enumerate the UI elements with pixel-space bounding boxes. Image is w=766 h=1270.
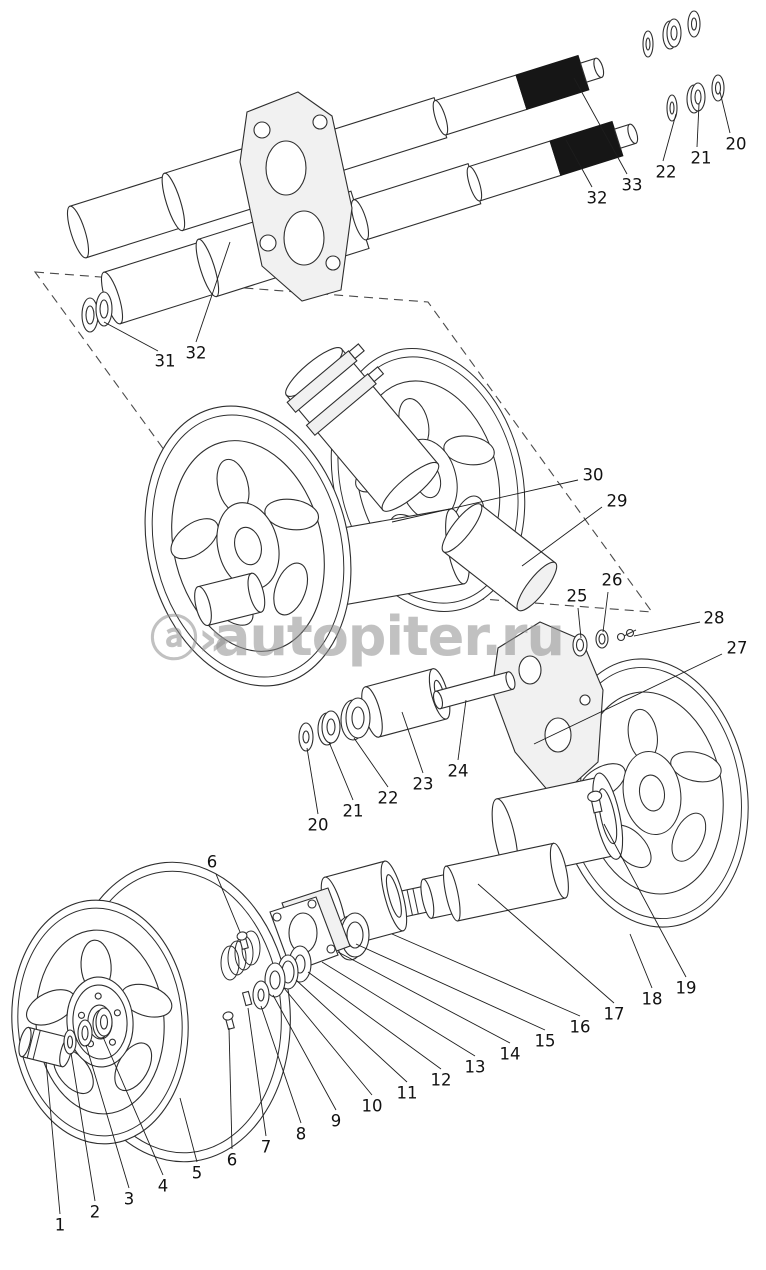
callout-20-13: 20	[308, 816, 329, 835]
leader-line-7-25	[247, 1007, 267, 1137]
leader-line-20-0	[719, 91, 731, 134]
leader-line-18-36	[629, 933, 653, 989]
leader-line-17-35	[477, 883, 615, 1004]
leader-line-19-37	[603, 823, 687, 978]
callout-4-22: 4	[158, 1177, 169, 1196]
callout-1-19: 1	[55, 1216, 66, 1235]
callout-6-18: 6	[207, 853, 218, 872]
leader-line-27-12	[533, 653, 723, 745]
leader-line-22-15	[353, 737, 389, 788]
leader-line-14-32	[337, 951, 511, 1044]
callout-6-24: 6	[227, 1151, 238, 1170]
stud-bolt-a	[236, 931, 249, 951]
callout-9-27: 9	[331, 1112, 342, 1131]
callout-24-17: 24	[448, 762, 469, 781]
hub-bolt-19	[587, 790, 603, 814]
callout-27-12: 27	[727, 639, 748, 658]
balance-arm	[491, 621, 604, 801]
callout-2-20: 2	[90, 1203, 101, 1222]
leader-line-22-2	[662, 113, 677, 162]
callout-28-11: 28	[704, 609, 725, 628]
damper-cylinder-29	[441, 503, 558, 612]
front-washers-2-3-4	[63, 1007, 113, 1055]
leader-line-13-31	[321, 961, 476, 1057]
wheel-hub-extension	[194, 572, 266, 627]
callout-11-29: 11	[397, 1084, 418, 1103]
callout-17-35: 17	[604, 1005, 625, 1024]
callout-32-4: 32	[587, 189, 608, 208]
callout-26-10: 26	[602, 571, 623, 590]
retainer-rings-31	[81, 291, 113, 333]
leader-line-26-10	[602, 591, 609, 633]
mounting-bracket	[239, 91, 353, 302]
leader-line-33-3	[573, 77, 628, 175]
bearing-stack-20-22	[298, 697, 371, 752]
callout-25-9: 25	[567, 587, 588, 606]
callout-20-0: 20	[726, 135, 747, 154]
leader-line-3-21	[85, 1044, 130, 1189]
leader-line-2-20	[70, 1052, 96, 1202]
washer-8	[252, 980, 270, 1010]
leader-line-6-24	[228, 1027, 233, 1150]
spacer-rings-25-26-28	[572, 628, 637, 657]
leader-line-24-17	[457, 699, 467, 761]
leader-line-10-28	[283, 987, 373, 1096]
leader-line-5-23	[179, 1097, 198, 1163]
callout-22-2: 22	[656, 163, 677, 182]
seal-rings-10-12	[264, 945, 312, 998]
upper-shaft-fasteners	[642, 10, 701, 58]
pin-7	[241, 990, 253, 1007]
callout-31-5: 31	[155, 352, 176, 371]
callout-12-30: 12	[431, 1071, 452, 1090]
callout-21-14: 21	[343, 802, 364, 821]
watermark-logo: ⓐ»	[150, 611, 229, 667]
leader-line-30-7	[391, 479, 579, 523]
callout-19-37: 19	[676, 979, 697, 998]
leader-line-12-30	[307, 971, 442, 1070]
leader-line-1-19	[45, 1061, 61, 1215]
hydraulic-cylinder	[285, 343, 440, 512]
callout-8-26: 8	[296, 1125, 307, 1144]
callout-32-6: 32	[186, 344, 207, 363]
callout-16-34: 16	[570, 1018, 591, 1037]
leader-line-28-11	[633, 621, 701, 637]
stud-bolt-b	[222, 1011, 235, 1031]
leader-line-15-33	[355, 943, 546, 1031]
callout-13-31: 13	[465, 1058, 486, 1077]
leader-line-23-16	[401, 711, 424, 774]
callout-33-3: 33	[622, 176, 643, 195]
callout-3-21: 3	[124, 1190, 135, 1209]
pin-24	[432, 671, 516, 710]
leader-line-32-4	[565, 139, 593, 188]
leader-line-21-1	[696, 103, 700, 148]
leader-line-16-34	[391, 933, 581, 1017]
callout-21-1: 21	[691, 149, 712, 168]
leader-line-25-9	[577, 607, 582, 639]
leader-line-29-8	[521, 506, 603, 567]
leader-line-4-22	[102, 1036, 164, 1176]
callout-14-32: 14	[500, 1045, 521, 1064]
callout-29-8: 29	[607, 492, 628, 511]
callout-10-28: 10	[362, 1097, 383, 1116]
leader-line-11-29	[295, 979, 408, 1083]
callout-22-15: 22	[378, 789, 399, 808]
leader-line-8-26	[260, 1005, 302, 1124]
leader-line-6-18	[215, 873, 241, 933]
callout-23-16: 23	[413, 775, 434, 794]
leader-line-32-6	[195, 241, 231, 343]
leader-line-31-5	[103, 321, 159, 352]
axle-shaft-17	[392, 842, 569, 922]
callout-18-36: 18	[642, 990, 663, 1009]
leader-line-9-27	[272, 994, 337, 1111]
leader-line-20-13	[306, 747, 319, 815]
callout-15-33: 15	[535, 1032, 556, 1051]
callout-7-25: 7	[261, 1138, 272, 1157]
watermark-text: autopiter.ru	[214, 605, 564, 668]
callout-5-23: 5	[192, 1164, 203, 1183]
callout-30-7: 30	[583, 466, 604, 485]
leader-line-21-14	[328, 741, 354, 801]
